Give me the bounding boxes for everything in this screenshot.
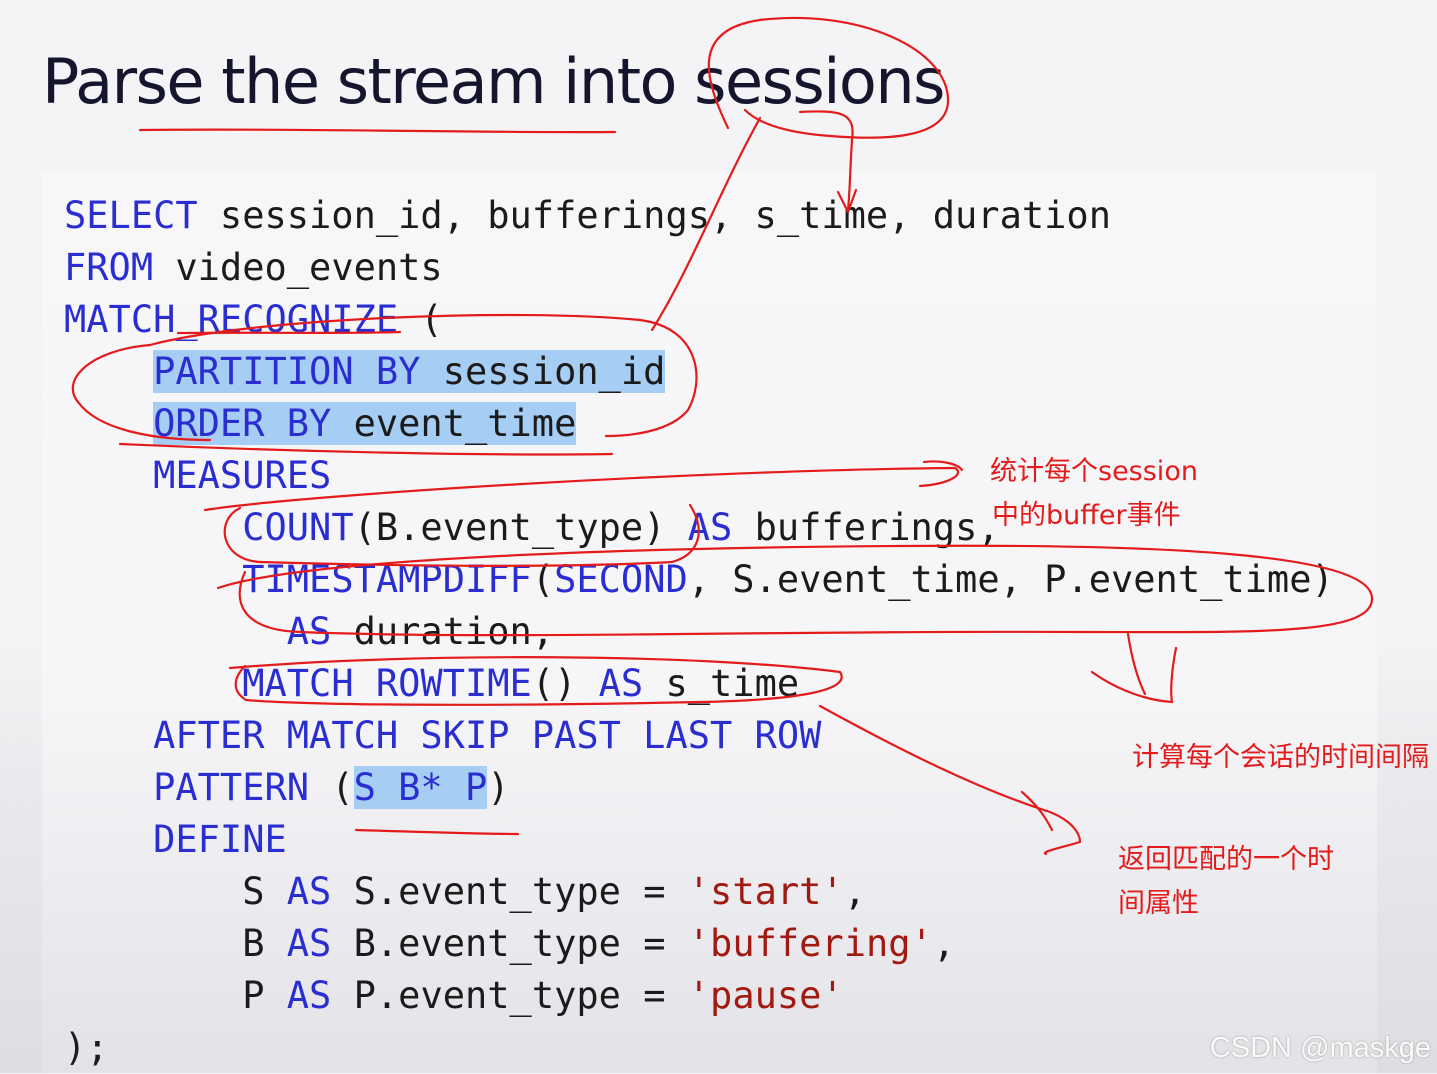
highlight-selection: S B* P bbox=[353, 766, 488, 809]
code-line-order-by: ORDER BY event_time bbox=[64, 398, 577, 450]
indent bbox=[64, 506, 242, 549]
indent bbox=[64, 766, 153, 809]
keyword: MATCH_ROWTIME bbox=[242, 662, 532, 705]
code-text: (B.event_type) bbox=[353, 506, 688, 549]
code-text: ( bbox=[531, 558, 555, 601]
annotation-count-line1: 统计每个session bbox=[990, 456, 1198, 487]
code-text: session_id, bufferings, s_time, duration bbox=[197, 194, 1111, 237]
code-text: () bbox=[531, 662, 599, 705]
keyword: PARTITION BY bbox=[153, 350, 421, 393]
string-literal: 'pause' bbox=[687, 974, 844, 1017]
slide-title: Parse the stream into sessions bbox=[42, 45, 945, 118]
indent bbox=[64, 818, 153, 861]
code-line-measures: MEASURES bbox=[64, 450, 331, 502]
code-line-define: DEFINE bbox=[64, 814, 287, 866]
code-text: ) bbox=[487, 766, 510, 809]
indent bbox=[64, 454, 153, 497]
code-text: , bbox=[843, 870, 866, 913]
code-line-define-p: P AS P.event_type = 'pause' bbox=[64, 970, 844, 1022]
code-text: ); bbox=[64, 1026, 109, 1069]
keyword: DEFINE bbox=[153, 818, 287, 861]
code-block: SELECT session_id, bufferings, s_time, d… bbox=[42, 172, 1377, 1073]
title-underline-stroke bbox=[138, 128, 617, 134]
keyword: MEASURES bbox=[153, 454, 332, 497]
highlight-selection: ORDER BY event_time bbox=[153, 402, 577, 445]
code-text: B.event_type = bbox=[331, 922, 688, 965]
code-text: S.event_type = bbox=[331, 870, 688, 913]
indent bbox=[64, 870, 242, 913]
keyword: AS bbox=[286, 870, 332, 913]
annotation-count-line2: 中的buffer事件 bbox=[992, 500, 1181, 531]
keyword: ORDER BY bbox=[153, 402, 332, 445]
code-text: duration, bbox=[331, 610, 555, 653]
keyword: COUNT bbox=[242, 506, 354, 549]
code-line-timestampdiff: TIMESTAMPDIFF(SECOND, S.event_time, P.ev… bbox=[64, 554, 1334, 606]
code-line-from: FROM video_events bbox=[64, 242, 443, 294]
code-text: ( bbox=[398, 298, 443, 341]
keyword: AS bbox=[286, 922, 332, 965]
string-literal: 'start' bbox=[687, 870, 844, 913]
keyword: SECOND bbox=[554, 558, 688, 601]
watermark: CSDN @maskge bbox=[1209, 1032, 1431, 1064]
code-line-partition-by: PARTITION BY session_id bbox=[64, 346, 666, 398]
annotation-rowtime-line2: 间属性 bbox=[1118, 888, 1199, 919]
code-text: S bbox=[242, 870, 287, 913]
highlight-selection: PARTITION BY session_id bbox=[153, 350, 666, 393]
keyword: TIMESTAMPDIFF bbox=[242, 558, 532, 601]
code-text: P.event_type = bbox=[331, 974, 688, 1017]
annotation-rowtime-line1: 返回匹配的一个时 bbox=[1118, 844, 1334, 875]
indent bbox=[64, 974, 242, 1017]
code-text: P bbox=[242, 974, 287, 1017]
indent bbox=[64, 558, 242, 601]
code-text: bufferings, bbox=[732, 506, 1000, 549]
keyword: AS bbox=[286, 974, 332, 1017]
keyword: SELECT bbox=[64, 194, 198, 237]
code-line-close: ); bbox=[64, 1022, 109, 1074]
code-line-count: COUNT(B.event_type) AS bufferings, bbox=[64, 502, 1000, 554]
code-line-match-rowtime: MATCH_ROWTIME() AS s_time bbox=[64, 658, 799, 710]
indent bbox=[64, 610, 287, 653]
indent bbox=[64, 350, 153, 393]
indent bbox=[64, 662, 242, 705]
keyword: AS bbox=[687, 506, 733, 549]
keyword: AS bbox=[286, 610, 332, 653]
string-literal: 'buffering' bbox=[687, 922, 933, 965]
indent bbox=[64, 402, 153, 445]
code-line-define-b: B AS B.event_type = 'buffering', bbox=[64, 918, 955, 970]
indent bbox=[64, 922, 242, 965]
code-text: event_time bbox=[331, 402, 577, 445]
code-line-after-match: AFTER MATCH SKIP PAST LAST ROW bbox=[64, 710, 821, 762]
code-line-pattern: PATTERN (S B* P) bbox=[64, 762, 510, 814]
code-text: s_time bbox=[643, 662, 800, 705]
code-text: , bbox=[932, 922, 956, 965]
code-line-match-recognize: MATCH_RECOGNIZE ( bbox=[64, 294, 443, 346]
code-line-select: SELECT session_id, bufferings, s_time, d… bbox=[64, 190, 1111, 242]
keyword: MATCH_RECOGNIZE bbox=[64, 298, 399, 341]
keyword: FROM bbox=[64, 246, 154, 289]
code-line-define-s: S AS S.event_type = 'start', bbox=[64, 866, 866, 918]
annotation-duration: 计算每个会话的时间间隔 bbox=[1132, 742, 1429, 773]
indent bbox=[64, 714, 153, 757]
keyword: PATTERN bbox=[153, 766, 310, 809]
code-text: ( bbox=[309, 766, 354, 809]
code-line-as-duration: AS duration, bbox=[64, 606, 554, 658]
code-text: B bbox=[242, 922, 287, 965]
keyword: AFTER MATCH SKIP PAST LAST ROW bbox=[153, 714, 822, 757]
code-text: , S.event_time, P.event_time) bbox=[687, 558, 1334, 601]
code-text: session_id bbox=[420, 350, 666, 393]
code-text: video_events bbox=[153, 246, 443, 289]
keyword: AS bbox=[598, 662, 644, 705]
